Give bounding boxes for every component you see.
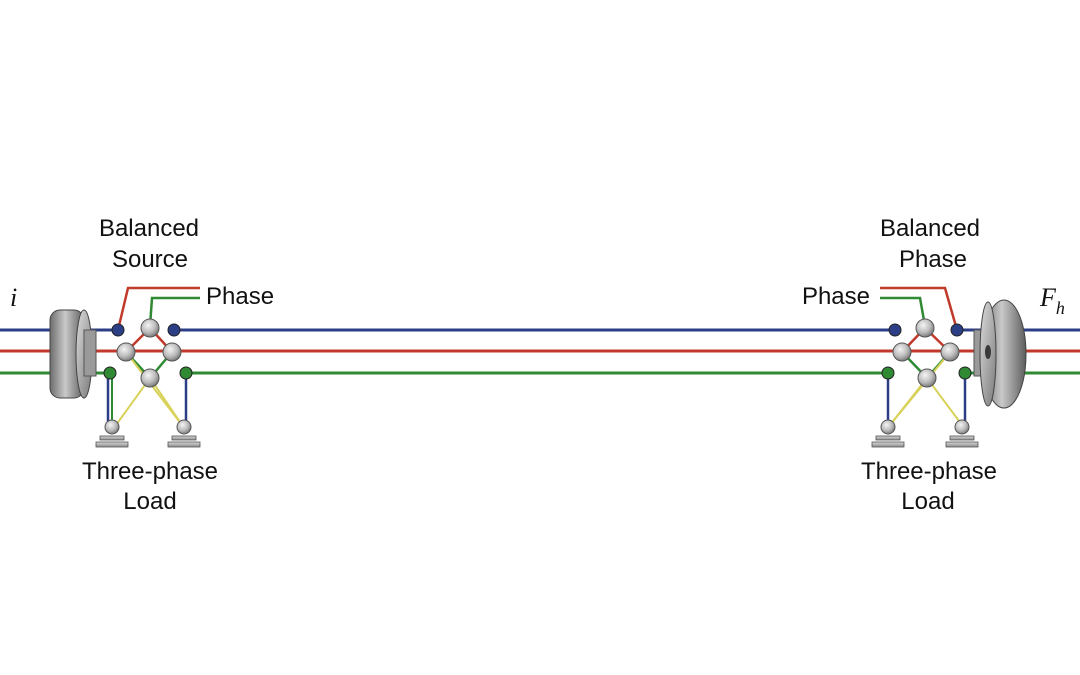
right-yellow-diagonal	[889, 351, 951, 426]
right-node-small	[950, 323, 964, 337]
left-node-small	[167, 323, 181, 337]
left-top-label-line2: Source	[112, 246, 188, 273]
ground-symbol-icon	[871, 419, 905, 448]
right-junction	[871, 286, 979, 448]
right-node-small	[888, 323, 902, 337]
left-node-small	[111, 323, 125, 337]
right-top-label-line2: Phase	[899, 246, 967, 273]
left-junction	[95, 286, 201, 448]
right-phase-green-leader	[880, 296, 927, 327]
right-symbol-main: F	[1039, 283, 1057, 312]
right-node-small	[958, 366, 972, 380]
right-node-gray	[940, 342, 960, 362]
right-phase-label: Phase	[802, 283, 870, 310]
left-phase-red-leader	[116, 286, 200, 331]
left-current-symbol: i	[10, 283, 17, 312]
left-phase-label: Phase	[206, 283, 274, 310]
right-symbol: Fh	[1039, 283, 1065, 318]
left-node-small	[179, 366, 193, 380]
left-node-gray	[140, 318, 160, 338]
ground-symbol-icon	[945, 419, 979, 448]
ground-symbol-icon	[167, 419, 201, 448]
left-node-small	[103, 366, 117, 380]
left-node-gray	[116, 342, 136, 362]
right-symbol-sub: h	[1056, 298, 1065, 318]
left-node-gray	[140, 368, 160, 388]
left-top-label-line1: Balanced	[99, 215, 199, 242]
right-bottom-label-line1: Three-phase	[861, 458, 997, 485]
ground-symbol-icon	[95, 419, 129, 448]
right-disc-icon	[973, 299, 1027, 409]
right-node-gray	[917, 368, 937, 388]
right-node-gray	[892, 342, 912, 362]
left-disc-icon	[49, 309, 97, 399]
right-phase-red-leader	[880, 286, 959, 331]
left-bottom-label-line1: Three-phase	[82, 458, 218, 485]
right-yellow-diagonal	[926, 377, 963, 426]
left-node-gray	[162, 342, 182, 362]
right-bottom-label-line2: Load	[901, 488, 954, 515]
left-bottom-label-line2: Load	[123, 488, 176, 515]
left-phase-green-leader	[148, 296, 200, 327]
right-node-small	[881, 366, 895, 380]
right-node-gray	[915, 318, 935, 338]
left-yellow-diagonal	[115, 377, 151, 426]
right-top-label-line1: Balanced	[880, 215, 980, 242]
